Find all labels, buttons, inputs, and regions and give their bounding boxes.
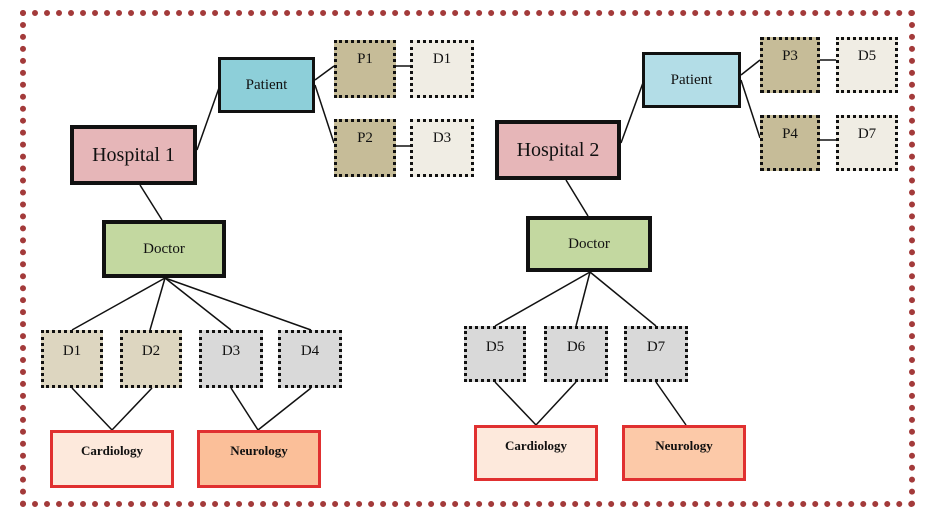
link-patient2-p4 <box>740 79 761 139</box>
link-d6-cardiology <box>535 381 577 426</box>
patient-id-p2: P2 <box>334 119 396 177</box>
doctor-d1: D1 <box>41 330 103 388</box>
doctor-id-d1-assigned: D1 <box>410 40 474 98</box>
link-doctor2-d6 <box>575 271 591 327</box>
dotted-frame <box>20 10 915 507</box>
doctor-d4: D4 <box>278 330 342 388</box>
link-hospital2-doctor <box>565 179 589 217</box>
department-cardiology-2: Cardiology <box>474 425 598 481</box>
doctor-id-d7-assigned: D7 <box>836 115 898 171</box>
doctor-node-2: Doctor <box>526 216 652 272</box>
patient-node-1: Patient <box>218 57 315 113</box>
link-d1-cardiology <box>71 387 113 431</box>
link-d3-neurology <box>230 387 259 431</box>
doctor-id-d3-assigned: D3 <box>410 119 474 177</box>
patient-id-p4: P4 <box>760 115 820 171</box>
link-hospital1-doctor <box>139 184 163 221</box>
doctor-d6: D6 <box>544 326 608 382</box>
link-d5-cardiology <box>494 381 537 426</box>
link-doctor1-d1 <box>71 277 166 331</box>
link-d7-neurology <box>655 381 687 426</box>
patient-id-p1: P1 <box>334 40 396 98</box>
department-neurology-2: Neurology <box>622 425 746 481</box>
link-d2-cardiology <box>111 387 153 431</box>
doctor-d2: D2 <box>120 330 182 388</box>
doctor-id-d5-assigned: D5 <box>836 37 898 93</box>
link-doctor1-d3 <box>164 277 232 331</box>
doctor-d3: D3 <box>199 330 263 388</box>
patient-id-p3: P3 <box>760 37 820 93</box>
doctor-node-1: Doctor <box>102 220 226 278</box>
patient-node-2: Patient <box>642 52 741 108</box>
link-patient2-p3 <box>740 59 761 76</box>
link-d4-neurology <box>257 387 312 431</box>
link-doctor2-d7 <box>589 271 657 327</box>
hospital-1-node: Hospital 1 <box>70 125 197 185</box>
link-patient1-p1 <box>314 65 335 81</box>
link-doctor2-d5 <box>494 271 591 327</box>
link-hospital2-patient <box>620 79 645 144</box>
link-hospital1-patient <box>196 84 221 151</box>
hospital-2-node: Hospital 2 <box>495 120 621 180</box>
doctor-d5: D5 <box>464 326 526 382</box>
link-doctor1-d4 <box>164 277 312 331</box>
link-patient1-p2 <box>314 84 335 144</box>
link-doctor1-d2 <box>149 277 166 331</box>
department-neurology-1: Neurology <box>197 430 321 488</box>
doctor-d7: D7 <box>624 326 688 382</box>
department-cardiology-1: Cardiology <box>50 430 174 488</box>
